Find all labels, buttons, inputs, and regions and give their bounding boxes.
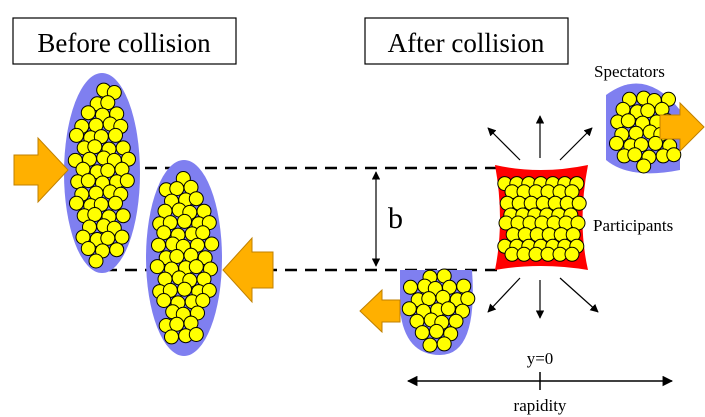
spectator-arrow-left	[359, 288, 401, 334]
nucleon	[156, 293, 172, 308]
nucleon	[436, 336, 452, 352]
after-collision-label: After collision	[388, 28, 545, 58]
nucleon	[188, 191, 204, 207]
nucleon	[609, 135, 624, 151]
nucleon	[204, 236, 220, 252]
nucleon	[100, 95, 116, 111]
nucleons-spectator-lower	[401, 268, 476, 353]
nucleon	[666, 147, 682, 163]
nucleon	[80, 241, 96, 256]
nucleon	[460, 291, 476, 307]
nucleon	[421, 291, 437, 307]
incoming-arrow-right	[222, 236, 274, 304]
nucleon	[177, 281, 192, 297]
nucleon	[177, 213, 192, 229]
nucleon	[429, 323, 444, 339]
nucleon	[195, 293, 211, 308]
nucleon	[151, 237, 166, 253]
after-collision-box: After collision	[364, 17, 569, 65]
nucleon	[69, 127, 84, 143]
nucleon	[164, 329, 179, 345]
nucleons-left	[67, 82, 136, 269]
nucleon	[440, 301, 456, 317]
nucleon	[169, 249, 185, 264]
nucleons-right	[149, 171, 220, 345]
nucleon	[195, 225, 211, 241]
nucleon	[403, 279, 418, 295]
nucleon	[109, 242, 125, 258]
nucleon	[100, 230, 116, 246]
nucleon	[422, 337, 438, 353]
before-collision-box: Before collision	[12, 17, 237, 65]
participants-label: Participants	[593, 216, 673, 235]
nucleon	[156, 225, 172, 241]
nucleon	[87, 207, 103, 222]
nucleon	[100, 163, 116, 178]
nucleon	[188, 259, 204, 275]
nucleon	[80, 173, 96, 189]
nucleon	[108, 127, 123, 143]
nucleon	[115, 208, 131, 224]
nucleon	[627, 147, 643, 163]
emission-arrows	[487, 115, 599, 319]
y0-label: y=0	[527, 349, 554, 368]
nucleon	[620, 113, 636, 129]
spectator-arrow-right	[659, 101, 705, 153]
nucleon	[401, 301, 417, 317]
nucleon	[114, 229, 130, 245]
nucleon	[448, 313, 464, 329]
nucleon	[414, 325, 430, 341]
nucleons-participants	[497, 176, 587, 262]
nucleon	[169, 181, 185, 197]
nucleon	[564, 246, 580, 262]
impact-parameter-label: b	[388, 202, 403, 235]
nucleon	[119, 173, 135, 189]
nucleon	[456, 278, 472, 294]
incoming-arrow-left	[13, 136, 69, 204]
spectators-label: Spectators	[594, 62, 665, 81]
nucleon	[87, 139, 103, 155]
nucleon	[169, 316, 185, 332]
nucleon	[648, 135, 663, 151]
nucleon	[80, 105, 96, 121]
nucleon	[149, 259, 165, 275]
nucleon	[69, 195, 84, 211]
nucleon	[188, 327, 204, 342]
nucleon	[640, 103, 656, 119]
nucleon	[636, 158, 652, 174]
nucleon	[571, 195, 587, 211]
nucleons-spectator-upper	[609, 90, 682, 174]
before-collision-label: Before collision	[37, 28, 211, 58]
nucleon	[88, 253, 104, 269]
rapidity-label: rapidity	[514, 396, 567, 415]
nucleon	[108, 195, 123, 211]
